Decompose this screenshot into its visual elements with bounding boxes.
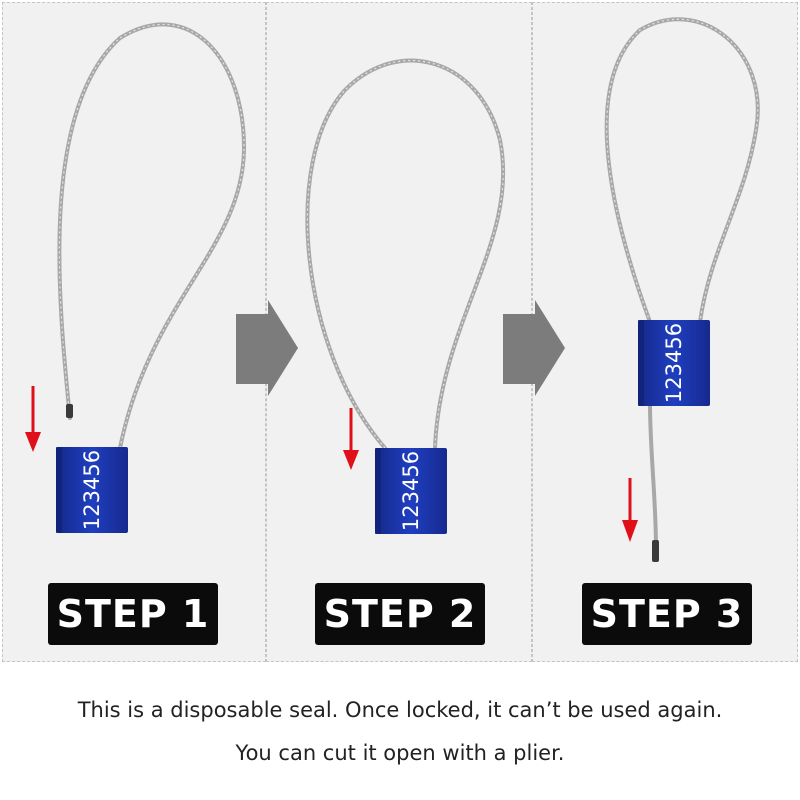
step-2-illustration: 123456	[305, 58, 506, 534]
step-1-panel	[2, 2, 266, 662]
seal-body: 123456	[56, 447, 128, 533]
seal-number: 123456	[399, 451, 423, 531]
cable-tip	[66, 404, 73, 418]
seal-body: 123456	[638, 320, 710, 406]
cable-tip	[652, 540, 659, 562]
cable-wire	[305, 58, 506, 450]
step-1-label: STEP 1	[48, 583, 218, 645]
caption-line-2: You can cut it open with a plier.	[235, 741, 565, 765]
down-arrow-icon	[622, 478, 638, 542]
cable-wire	[648, 402, 658, 550]
seal-number: 123456	[662, 323, 686, 403]
seal-number: 123456	[80, 450, 104, 530]
down-arrow-icon	[343, 408, 359, 470]
step-2-label: STEP 2	[315, 583, 485, 645]
cable-wire	[57, 22, 247, 450]
seal-body: 123456	[375, 448, 447, 534]
step-1-illustration: 123456	[25, 22, 247, 533]
down-arrow-icon	[25, 386, 41, 452]
step-3-illustration: 123456	[604, 17, 760, 562]
seal-illustration: 123456 123456 123456	[25, 17, 760, 562]
cable-wire	[604, 17, 760, 324]
step-3-label: STEP 3	[582, 583, 752, 645]
caption-line-1: This is a disposable seal. Once locked, …	[77, 698, 723, 722]
